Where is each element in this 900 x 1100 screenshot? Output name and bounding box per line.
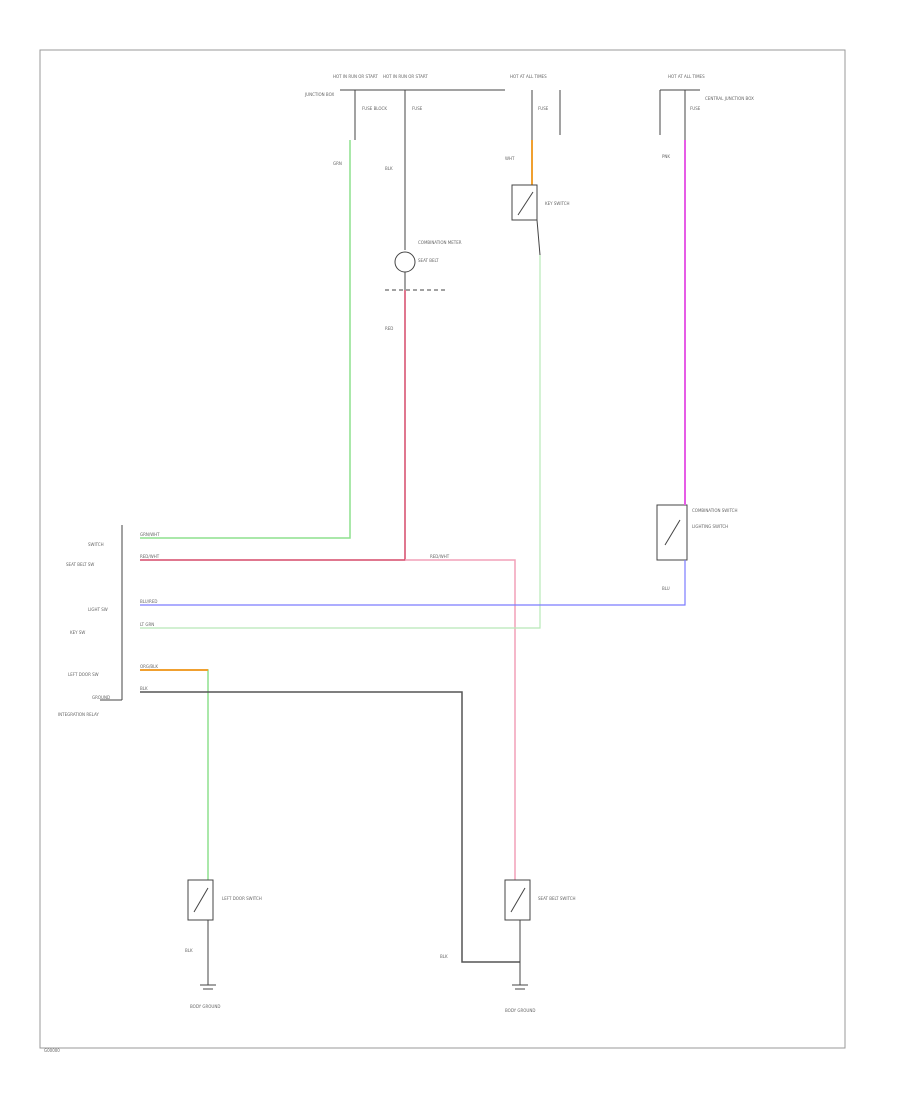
wire-red-seatbelt — [140, 290, 406, 561]
door-switch-right-label: SEAT BELT SWITCH — [538, 896, 576, 901]
combination-meter: COMBINATION METER SEAT BELT BLK RED — [385, 140, 462, 331]
ground-left-label: BODY GROUND — [190, 1004, 220, 1009]
fuse-block-left: HOT IN RUN OR START HOT IN RUN OR START … — [304, 74, 561, 140]
pin-5-label: LEFT DOOR SW — [68, 672, 99, 677]
pin4-wire: LT GRN — [140, 622, 154, 627]
fuse-label-1: HOT IN RUN OR START — [333, 74, 378, 79]
wire-label-wht: WHT — [505, 156, 515, 161]
pin1-wire: GRN/WHT — [140, 532, 160, 537]
pin-4-label: KEY SW — [70, 630, 85, 635]
pin-1-label: SWITCH — [88, 542, 104, 547]
pin2b-wire: RED/WHT — [430, 554, 450, 559]
pin-3-label: LIGHT SW — [88, 607, 108, 612]
key-switch: KEY SWITCH WHT — [505, 140, 570, 256]
wire-blk-left: BLK — [185, 948, 193, 953]
fuse1-note: FUSE BLOCK — [362, 106, 387, 111]
ground-right-label: BODY GROUND — [505, 1008, 535, 1013]
fuse3-note: FUSE — [538, 106, 549, 111]
wire-label-red: RED — [385, 326, 393, 331]
fuse4-note: FUSE — [690, 106, 701, 111]
wire-label-blu: BLU — [662, 586, 670, 591]
fuse1-desc: JUNCTION BOX — [304, 92, 334, 97]
wire-gray-ground — [140, 691, 520, 963]
buzzer-label: SEAT BELT — [418, 258, 439, 263]
wire-label-grn: GRN — [333, 161, 342, 166]
module-name: INTEGRATION RELAY — [58, 712, 99, 717]
comb-switch-label: COMBINATION SWITCH — [692, 508, 737, 513]
meter-label: COMBINATION METER — [418, 240, 462, 245]
wire-orange-door — [140, 669, 209, 880]
door-switch-left-label: LEFT DOOR SWITCH — [222, 896, 262, 901]
fuse4-desc: CENTRAL JUNCTION BOX — [705, 96, 754, 101]
fuse-label-3: HOT AT ALL TIMES — [510, 74, 547, 79]
wire-label-pnk: PNK — [662, 154, 670, 159]
pin5-wire: ORG/BLK — [140, 664, 158, 669]
pin3-wire: BLU/RED — [140, 599, 157, 604]
pin-6-label: GROUND — [92, 695, 110, 700]
wire-blk-right: BLK — [440, 954, 448, 959]
wire-blue-light — [140, 560, 686, 606]
fuse2-note: FUSE — [412, 106, 423, 111]
wire-label-blk: BLK — [385, 166, 393, 171]
combination-switch: COMBINATION SWITCH LIGHTING SWITCH BLU — [656, 504, 737, 591]
wire-ltgreen-keysw — [140, 255, 541, 629]
pin2-wire: RED/WHT — [140, 554, 160, 559]
fuse-label-2: HOT IN RUN OR START — [383, 74, 428, 79]
pin-2-label: SEAT BELT SW — [66, 562, 94, 567]
pin6-wire: BLK — [140, 686, 148, 691]
key-switch-label: KEY SWITCH — [545, 201, 570, 206]
fuse-label-4: HOT AT ALL TIMES — [668, 74, 705, 79]
fuse-block-right: HOT AT ALL TIMES FUSE CENTRAL JUNCTION B… — [659, 74, 754, 140]
diagram-frame — [39, 49, 846, 1049]
left-door-switch: LEFT DOOR SWITCH BLK BODY GROUND — [185, 879, 262, 1009]
wire-pink-seatbelt-switch — [405, 559, 516, 880]
footer-code: G00000 — [44, 1048, 60, 1053]
integration-relay: SWITCH SEAT BELT SW LIGHT SW KEY SW LEFT… — [58, 525, 450, 717]
comb-switch-sub: LIGHTING SWITCH — [692, 524, 728, 529]
wire-green-switch — [140, 140, 351, 539]
seat-belt-switch: SEAT BELT SWITCH BLK BODY GROUND — [440, 879, 576, 1013]
